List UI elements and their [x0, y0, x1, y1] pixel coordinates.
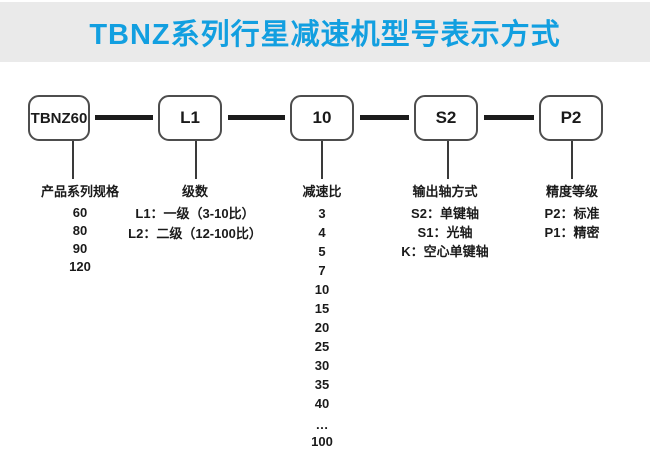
- column-item: 3: [318, 206, 326, 221]
- column-item: 20: [314, 320, 330, 335]
- segment-box-precision: P2: [539, 95, 603, 141]
- column-item: S1：光轴: [417, 225, 473, 240]
- column-item: L1：一级（3-10比）: [135, 206, 255, 221]
- segment-box-output-shaft: S2: [414, 95, 478, 141]
- pointer-line: [195, 141, 197, 179]
- column-series: 产品系列规格 60 80 90 120: [15, 181, 145, 276]
- column-item-ellipsis: …: [315, 417, 329, 432]
- column-ratio: 减速比 3 4 5 7 10 15 20 25 30 35 40 … 100: [272, 181, 372, 451]
- column-item: 4: [318, 225, 326, 240]
- column-item: 80: [72, 223, 88, 238]
- segment-box-ratio: 10: [290, 95, 354, 141]
- title-bar: TBNZ系列行星减速机型号表示方式: [0, 2, 650, 62]
- column-item: S2：单键轴: [411, 206, 479, 221]
- pointer-line: [321, 141, 323, 179]
- column-item: 120: [69, 259, 91, 274]
- pointer-line: [447, 141, 449, 179]
- column-item: 15: [314, 301, 330, 316]
- column-heading: 减速比: [302, 184, 342, 199]
- segment-box-stages: L1: [158, 95, 222, 141]
- segment-box-series: TBNZ60: [28, 95, 90, 141]
- column-item: 35: [314, 377, 330, 392]
- pointer-line: [72, 141, 74, 179]
- column-item: 5: [318, 244, 326, 259]
- page-title: TBNZ系列行星减速机型号表示方式: [89, 19, 561, 51]
- connector-line: [95, 115, 153, 120]
- column-item: 60: [72, 205, 88, 220]
- column-item: 30: [314, 358, 330, 373]
- column-item: 10: [314, 282, 330, 297]
- connector-line: [228, 115, 285, 120]
- column-stages: 级数 L1：一级（3-10比） L2：二级（12-100比）: [115, 181, 275, 244]
- column-item: 90: [72, 241, 88, 256]
- column-heading: 级数: [181, 184, 208, 199]
- column-item: 40: [314, 396, 330, 411]
- column-item: K：空心单键轴: [401, 244, 489, 259]
- column-heading: 产品系列规格: [40, 184, 119, 199]
- column-item: P1：精密: [544, 225, 600, 240]
- column-item: L2：二级（12-100比）: [128, 226, 262, 241]
- connector-line: [484, 115, 534, 120]
- column-heading: 精度等级: [545, 184, 598, 199]
- column-output-shaft: 输出轴方式 S2：单键轴 S1：光轴 K：空心单键轴: [385, 181, 505, 261]
- column-item: 25: [314, 339, 330, 354]
- pointer-line: [571, 141, 573, 179]
- connector-line: [360, 115, 409, 120]
- column-precision: 精度等级 P2：标准 P1：精密: [510, 181, 634, 242]
- column-item: 100: [311, 434, 333, 449]
- column-heading: 输出轴方式: [412, 184, 478, 199]
- column-item: P2：标准: [544, 206, 600, 221]
- column-item: 7: [318, 263, 326, 278]
